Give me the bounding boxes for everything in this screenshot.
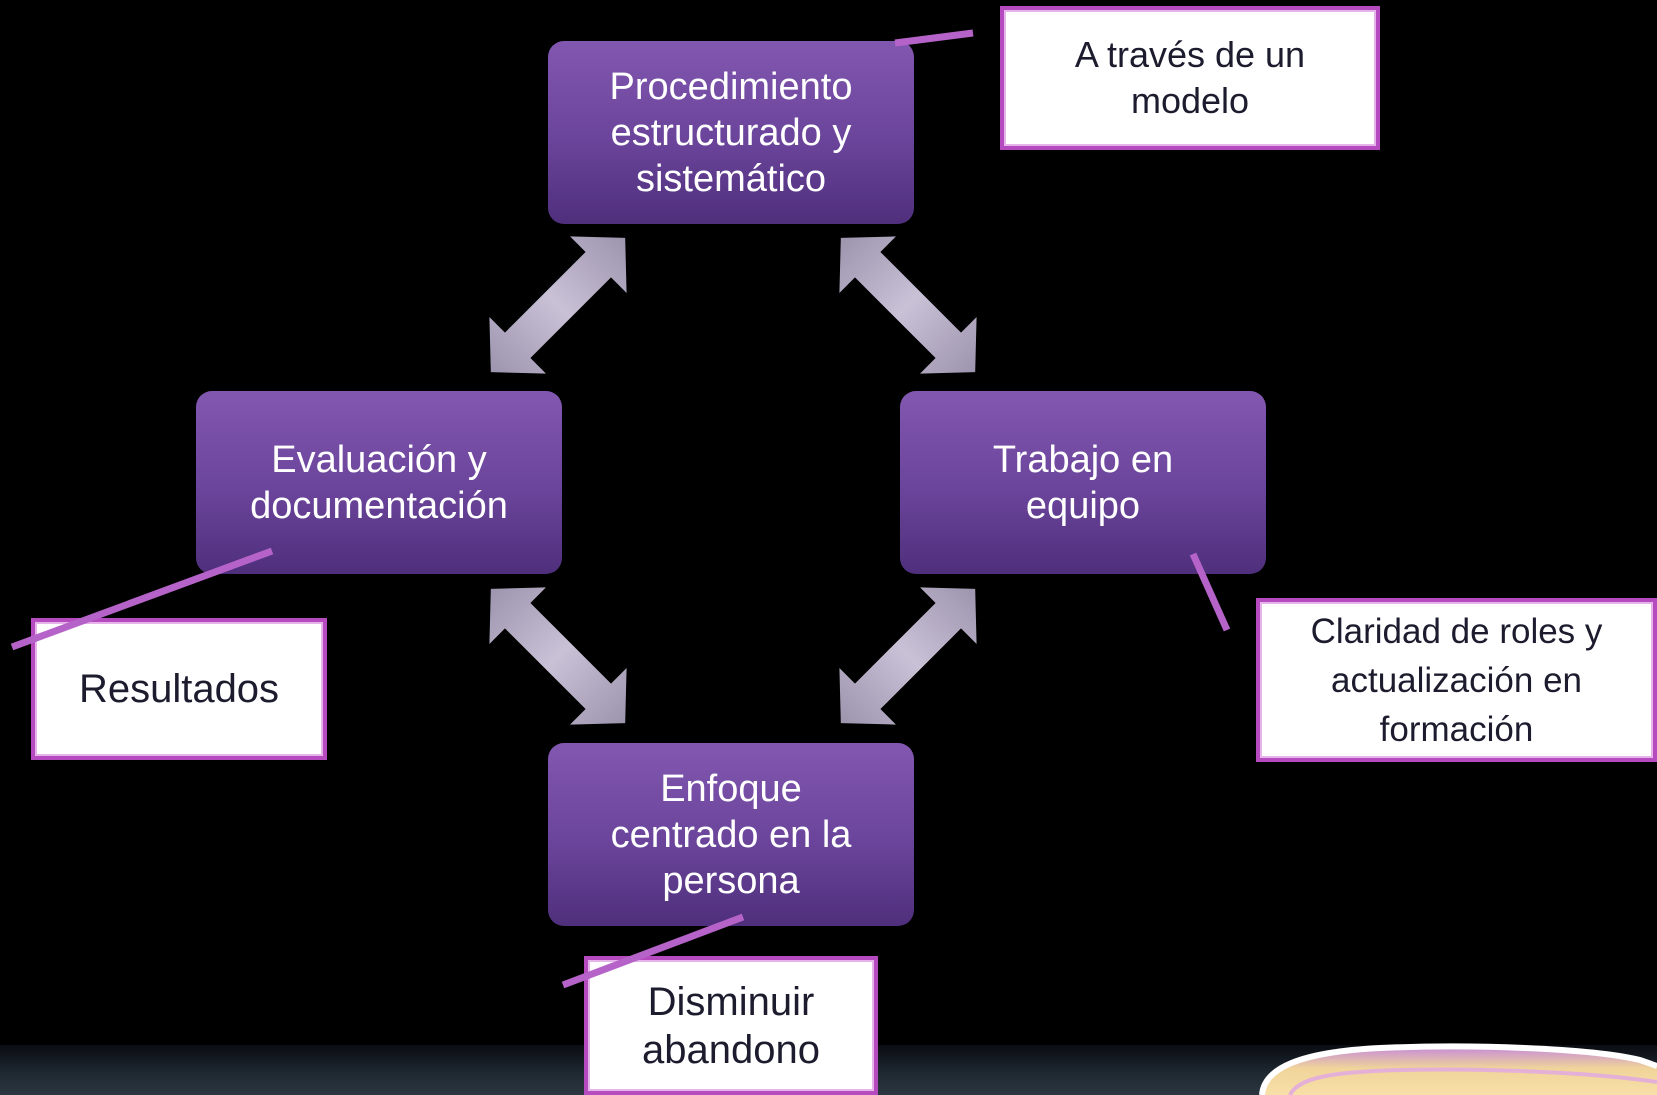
node-evaluacion-label: Evaluación y documentación <box>250 438 508 527</box>
callout-disminuir: Disminuir abandono <box>584 956 878 1095</box>
node-enfoque: Enfoque centrado en la persona <box>548 743 914 926</box>
callout-modelo: A través de un modelo <box>1000 6 1380 150</box>
node-trabajo-label: Trabajo en equipo <box>992 438 1174 527</box>
callout-claridad-text: Claridad de roles y actualización en for… <box>1310 611 1603 749</box>
node-procedimiento-label: Procedimiento estructurado y sistemático <box>609 65 853 200</box>
callout-resultados-text: Resultados <box>78 667 280 711</box>
callout-claridad: Claridad de roles y actualización en for… <box>1256 598 1657 762</box>
callout-resultados: Resultados <box>31 618 327 760</box>
arrow-bottom-right <box>839 587 977 725</box>
node-trabajo: Trabajo en equipo <box>900 391 1266 574</box>
node-evaluacion: Evaluación y documentación <box>196 391 562 574</box>
callout-disminuir-text: Disminuir abandono <box>642 979 820 1072</box>
arrow-bottom-left <box>489 587 627 725</box>
decorative-bowl <box>1259 1043 1657 1095</box>
arrow-top-right <box>839 236 977 374</box>
callout-modelo-text: A través de un modelo <box>1074 34 1306 121</box>
arrow-top-left <box>489 236 627 374</box>
node-enfoque-label: Enfoque centrado en la persona <box>610 767 852 902</box>
node-procedimiento: Procedimiento estructurado y sistemático <box>548 41 914 224</box>
